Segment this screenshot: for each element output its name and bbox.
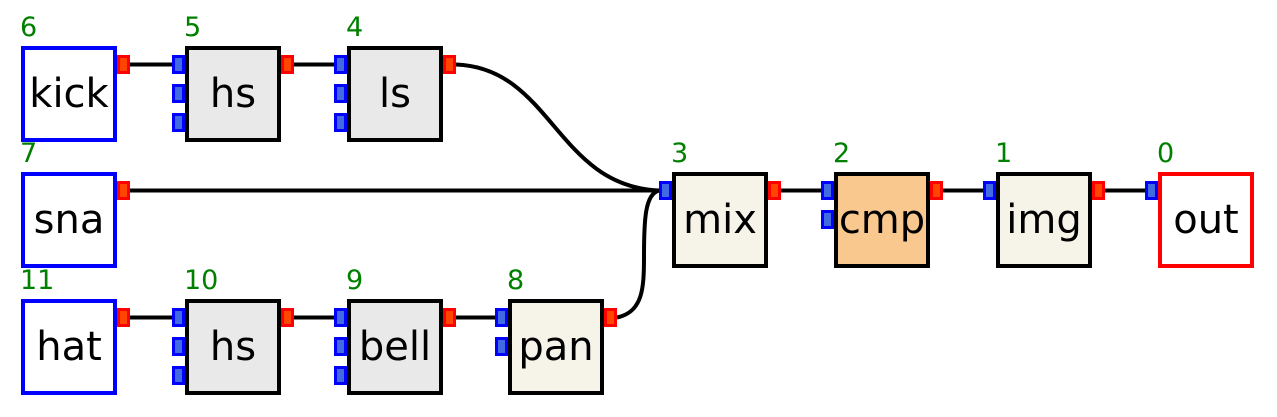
node-label: bell — [358, 324, 432, 370]
node-ls[interactable]: 4 ls — [334, 14, 456, 142]
input-port-1[interactable] — [334, 55, 347, 74]
input-port-1[interactable] — [495, 308, 508, 327]
node-kick[interactable]: 6 kick — [20, 14, 130, 142]
node-id-badge: 3 — [671, 138, 689, 169]
node-label: hs — [209, 324, 257, 370]
node-label: kick — [29, 71, 109, 117]
output-port[interactable] — [281, 308, 294, 327]
output-port[interactable] — [281, 55, 294, 74]
input-port-3[interactable] — [172, 366, 185, 385]
node-id-badge: 11 — [20, 265, 55, 296]
node-sna[interactable]: 7 sna — [20, 140, 130, 268]
output-port[interactable] — [443, 308, 456, 327]
node-label: mix — [683, 197, 757, 243]
node-hs-5[interactable]: 5 hs — [172, 14, 294, 142]
node-id-badge: 2 — [833, 138, 851, 169]
output-port[interactable] — [443, 55, 456, 74]
wire-pan-mix — [616, 188, 660, 320]
node-label: out — [1173, 197, 1239, 243]
input-port-2[interactable] — [821, 210, 834, 229]
input-port-1[interactable] — [172, 308, 185, 327]
input-port-1[interactable] — [172, 55, 185, 74]
node-label: sna — [33, 197, 105, 243]
node-label: hat — [36, 324, 102, 370]
output-port[interactable] — [117, 181, 130, 200]
node-hat[interactable]: 11 hat — [20, 267, 130, 395]
input-port-3[interactable] — [172, 113, 185, 132]
output-port[interactable] — [117, 308, 130, 327]
node-img[interactable]: 1 img — [983, 140, 1105, 268]
wire-ls-mix — [455, 62, 660, 193]
node-pan[interactable]: 8 pan — [495, 267, 617, 395]
input-port-2[interactable] — [172, 337, 185, 356]
output-port[interactable] — [930, 181, 943, 200]
input-port-2[interactable] — [495, 337, 508, 356]
node-label: ls — [379, 71, 411, 117]
input-port-1[interactable] — [983, 181, 996, 200]
output-port[interactable] — [117, 55, 130, 74]
node-id-badge: 1 — [995, 138, 1013, 169]
node-id-badge: 5 — [184, 12, 202, 43]
node-label: img — [1006, 197, 1082, 243]
input-port-1[interactable] — [659, 181, 672, 200]
node-out[interactable]: 0 out — [1145, 140, 1254, 268]
input-port-3[interactable] — [334, 366, 347, 385]
node-cmp[interactable]: 2 cmp — [821, 140, 943, 268]
input-port-3[interactable] — [334, 113, 347, 132]
node-id-badge: 7 — [20, 138, 38, 169]
input-port-2[interactable] — [334, 84, 347, 103]
node-label: cmp — [838, 197, 926, 243]
node-id-badge: 8 — [507, 265, 525, 296]
node-id-badge: 0 — [1157, 138, 1175, 169]
node-label: pan — [518, 324, 594, 370]
node-id-badge: 4 — [346, 12, 364, 43]
node-label: hs — [209, 71, 257, 117]
output-port[interactable] — [768, 181, 781, 200]
input-port-2[interactable] — [172, 84, 185, 103]
node-bell[interactable]: 9 bell — [334, 267, 456, 395]
input-port-1[interactable] — [1145, 181, 1158, 200]
node-id-badge: 9 — [346, 265, 364, 296]
node-id-badge: 6 — [20, 12, 38, 43]
input-port-1[interactable] — [334, 308, 347, 327]
node-id-badge: 10 — [184, 265, 219, 296]
node-mix[interactable]: 3 mix — [659, 140, 781, 268]
input-port-2[interactable] — [334, 337, 347, 356]
output-port[interactable] — [604, 308, 617, 327]
node-hs-10[interactable]: 10 hs — [172, 267, 294, 395]
output-port[interactable] — [1092, 181, 1105, 200]
input-port-1[interactable] — [821, 181, 834, 200]
